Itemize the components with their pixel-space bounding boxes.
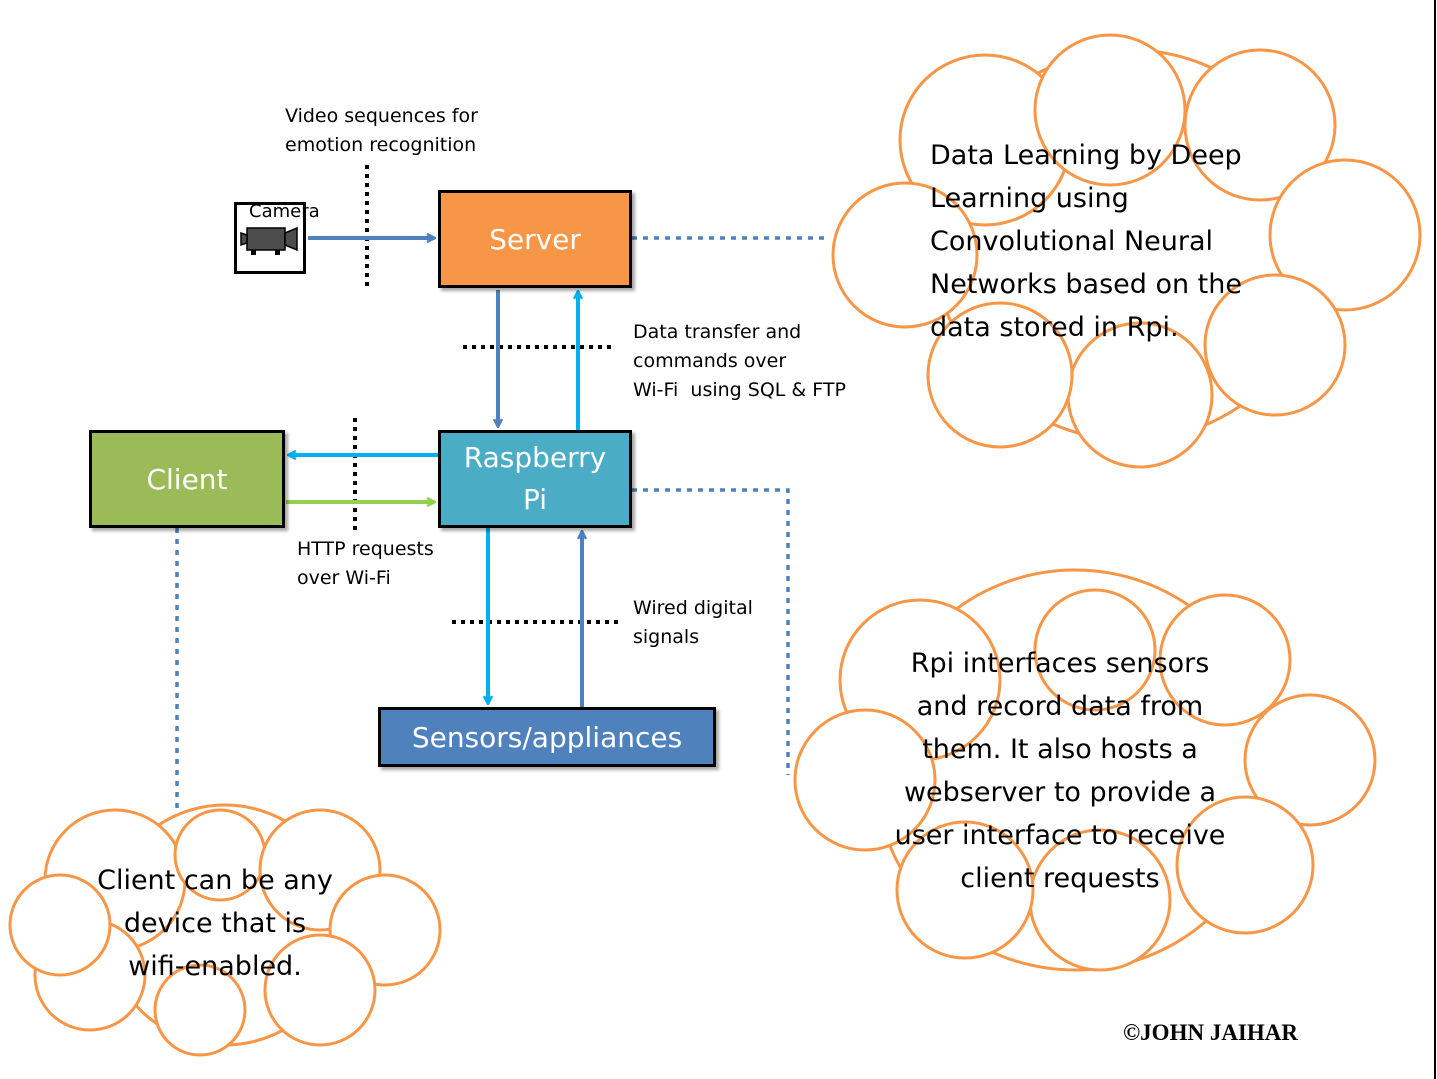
raspberry-pi-label: Raspberry Pi	[463, 441, 607, 516]
cloud-client	[8, 803, 442, 1057]
client-cloud-text: Client can be any device that is wifi-en…	[97, 865, 333, 982]
cloud-deep-learning	[831, 33, 1422, 469]
server-node: Server	[438, 190, 632, 288]
wired-signals-label: Wired digital signals	[633, 597, 753, 648]
server-label: Server	[489, 222, 581, 256]
cloud-rpi	[793, 568, 1377, 972]
video-camera-icon	[240, 226, 298, 255]
data-transfer-label: Data transfer and commands over Wi-Fi us…	[633, 321, 846, 401]
raspberry-pi-node: Raspberry Pi	[438, 430, 632, 528]
rpi-cloud-dashed-link	[632, 488, 790, 775]
http-requests-label: HTTP requests over Wi-Fi	[297, 538, 434, 589]
copyright-text: ©JOHN JAIHAR	[1123, 1020, 1298, 1045]
sensors-node: Sensors/appliances	[378, 707, 716, 767]
sensors-label: Sensors/appliances	[411, 720, 683, 754]
video-sequences-label: Video sequences for emotion recognition	[285, 105, 478, 156]
rpi-cloud-text: Rpi interfaces sensors and record data f…	[894, 648, 1226, 894]
deep-learning-cloud-text: Data Learning by Deep Learning using Con…	[930, 140, 1242, 343]
camera-node	[234, 202, 306, 274]
camera-label: Camera	[249, 201, 320, 222]
client-node: Client	[89, 430, 285, 528]
client-label: Client	[146, 462, 228, 496]
